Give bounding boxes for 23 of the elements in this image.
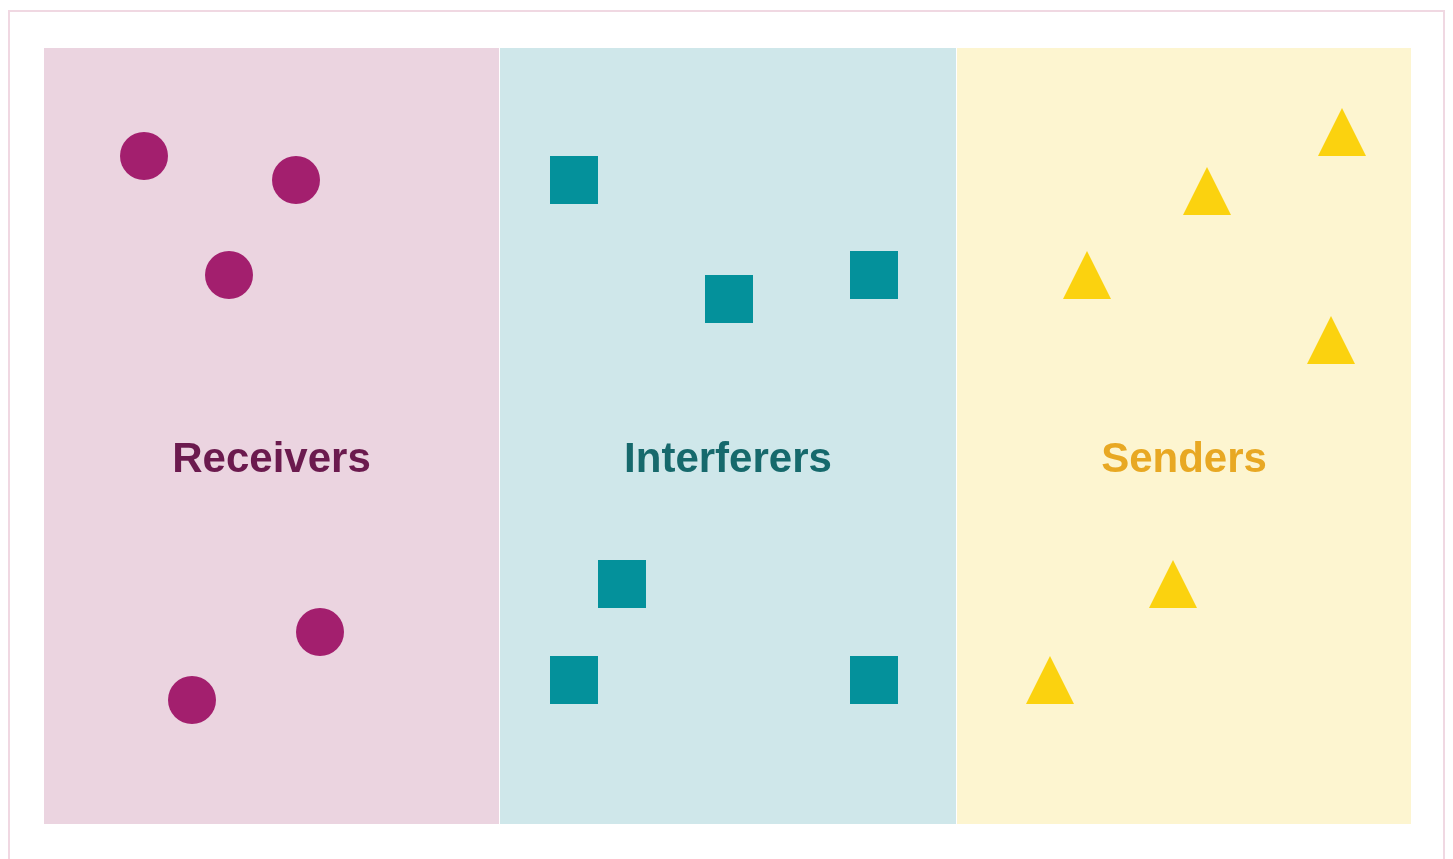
circle-marker — [120, 132, 168, 180]
triangle-marker — [1307, 316, 1355, 364]
square-marker — [598, 560, 646, 608]
column-heading: Interferers — [624, 433, 832, 483]
column-panel — [957, 48, 1411, 824]
triangle-marker — [1318, 108, 1366, 156]
column-panel — [44, 48, 499, 824]
column-panel — [500, 48, 956, 824]
column-heading: Receivers — [172, 433, 371, 483]
circle-marker — [272, 156, 320, 204]
square-marker — [850, 251, 898, 299]
triangle-marker — [1063, 251, 1111, 299]
square-marker — [850, 656, 898, 704]
square-marker — [705, 275, 753, 323]
square-marker — [550, 156, 598, 204]
triangle-marker — [1026, 656, 1074, 704]
triangle-marker — [1183, 167, 1231, 215]
circle-marker — [205, 251, 253, 299]
triangle-marker — [1149, 560, 1197, 608]
circle-marker — [296, 608, 344, 656]
circle-marker — [168, 676, 216, 724]
square-marker — [550, 656, 598, 704]
column-heading: Senders — [1101, 433, 1267, 483]
